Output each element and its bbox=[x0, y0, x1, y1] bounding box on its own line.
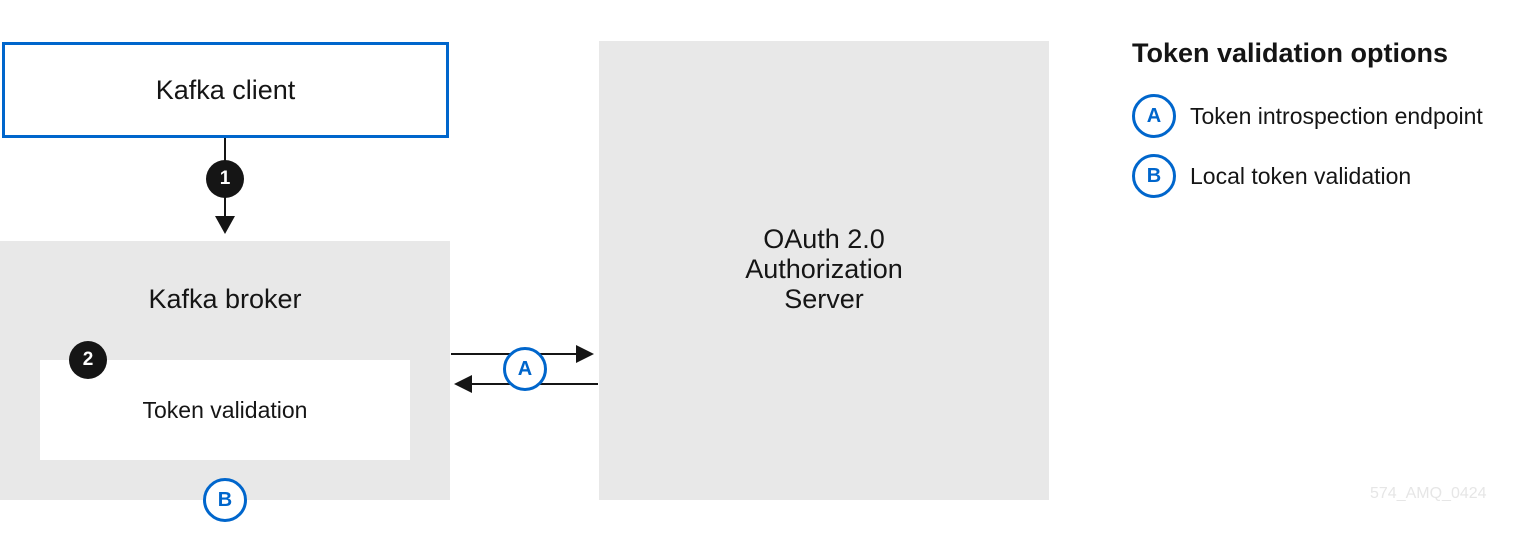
step-2-number: 2 bbox=[82, 349, 94, 370]
kafka-client-box: Kafka client bbox=[2, 42, 449, 138]
option-b-letter: B bbox=[217, 488, 233, 511]
option-b-badge: B bbox=[203, 478, 247, 522]
step-2-badge: 2 bbox=[69, 341, 107, 379]
authorization-server-box bbox=[599, 41, 1049, 500]
option-a-letter: A bbox=[517, 357, 533, 380]
legend-b-label: Local token validation bbox=[1190, 163, 1412, 189]
kafka-client-label: Kafka client bbox=[155, 74, 296, 105]
arrowhead-down bbox=[215, 216, 235, 234]
step-1-number: 1 bbox=[219, 168, 231, 189]
legend-a-badge: A bbox=[1132, 94, 1176, 138]
token-validation-box: Token validation bbox=[40, 360, 410, 460]
legend-b-badge: B bbox=[1132, 154, 1176, 198]
figure-id-watermark: 574_AMQ_0424 bbox=[1370, 485, 1487, 502]
token-validation-label: Token validation bbox=[142, 396, 308, 423]
legend-a-label: Token introspection endpoint bbox=[1190, 103, 1483, 129]
kafka-broker-label: Kafka broker bbox=[148, 284, 302, 314]
step-1-badge: 1 bbox=[206, 160, 244, 198]
authorization-server-label: OAuth 2.0 Authorization Server bbox=[745, 224, 903, 314]
arrowhead-right bbox=[576, 345, 594, 363]
legend-a-letter: A bbox=[1146, 104, 1162, 127]
legend-title: Token validation options bbox=[1132, 38, 1449, 68]
arrowhead-left bbox=[454, 375, 472, 393]
option-a-badge: A bbox=[503, 347, 547, 391]
legend-b-letter: B bbox=[1146, 164, 1162, 187]
